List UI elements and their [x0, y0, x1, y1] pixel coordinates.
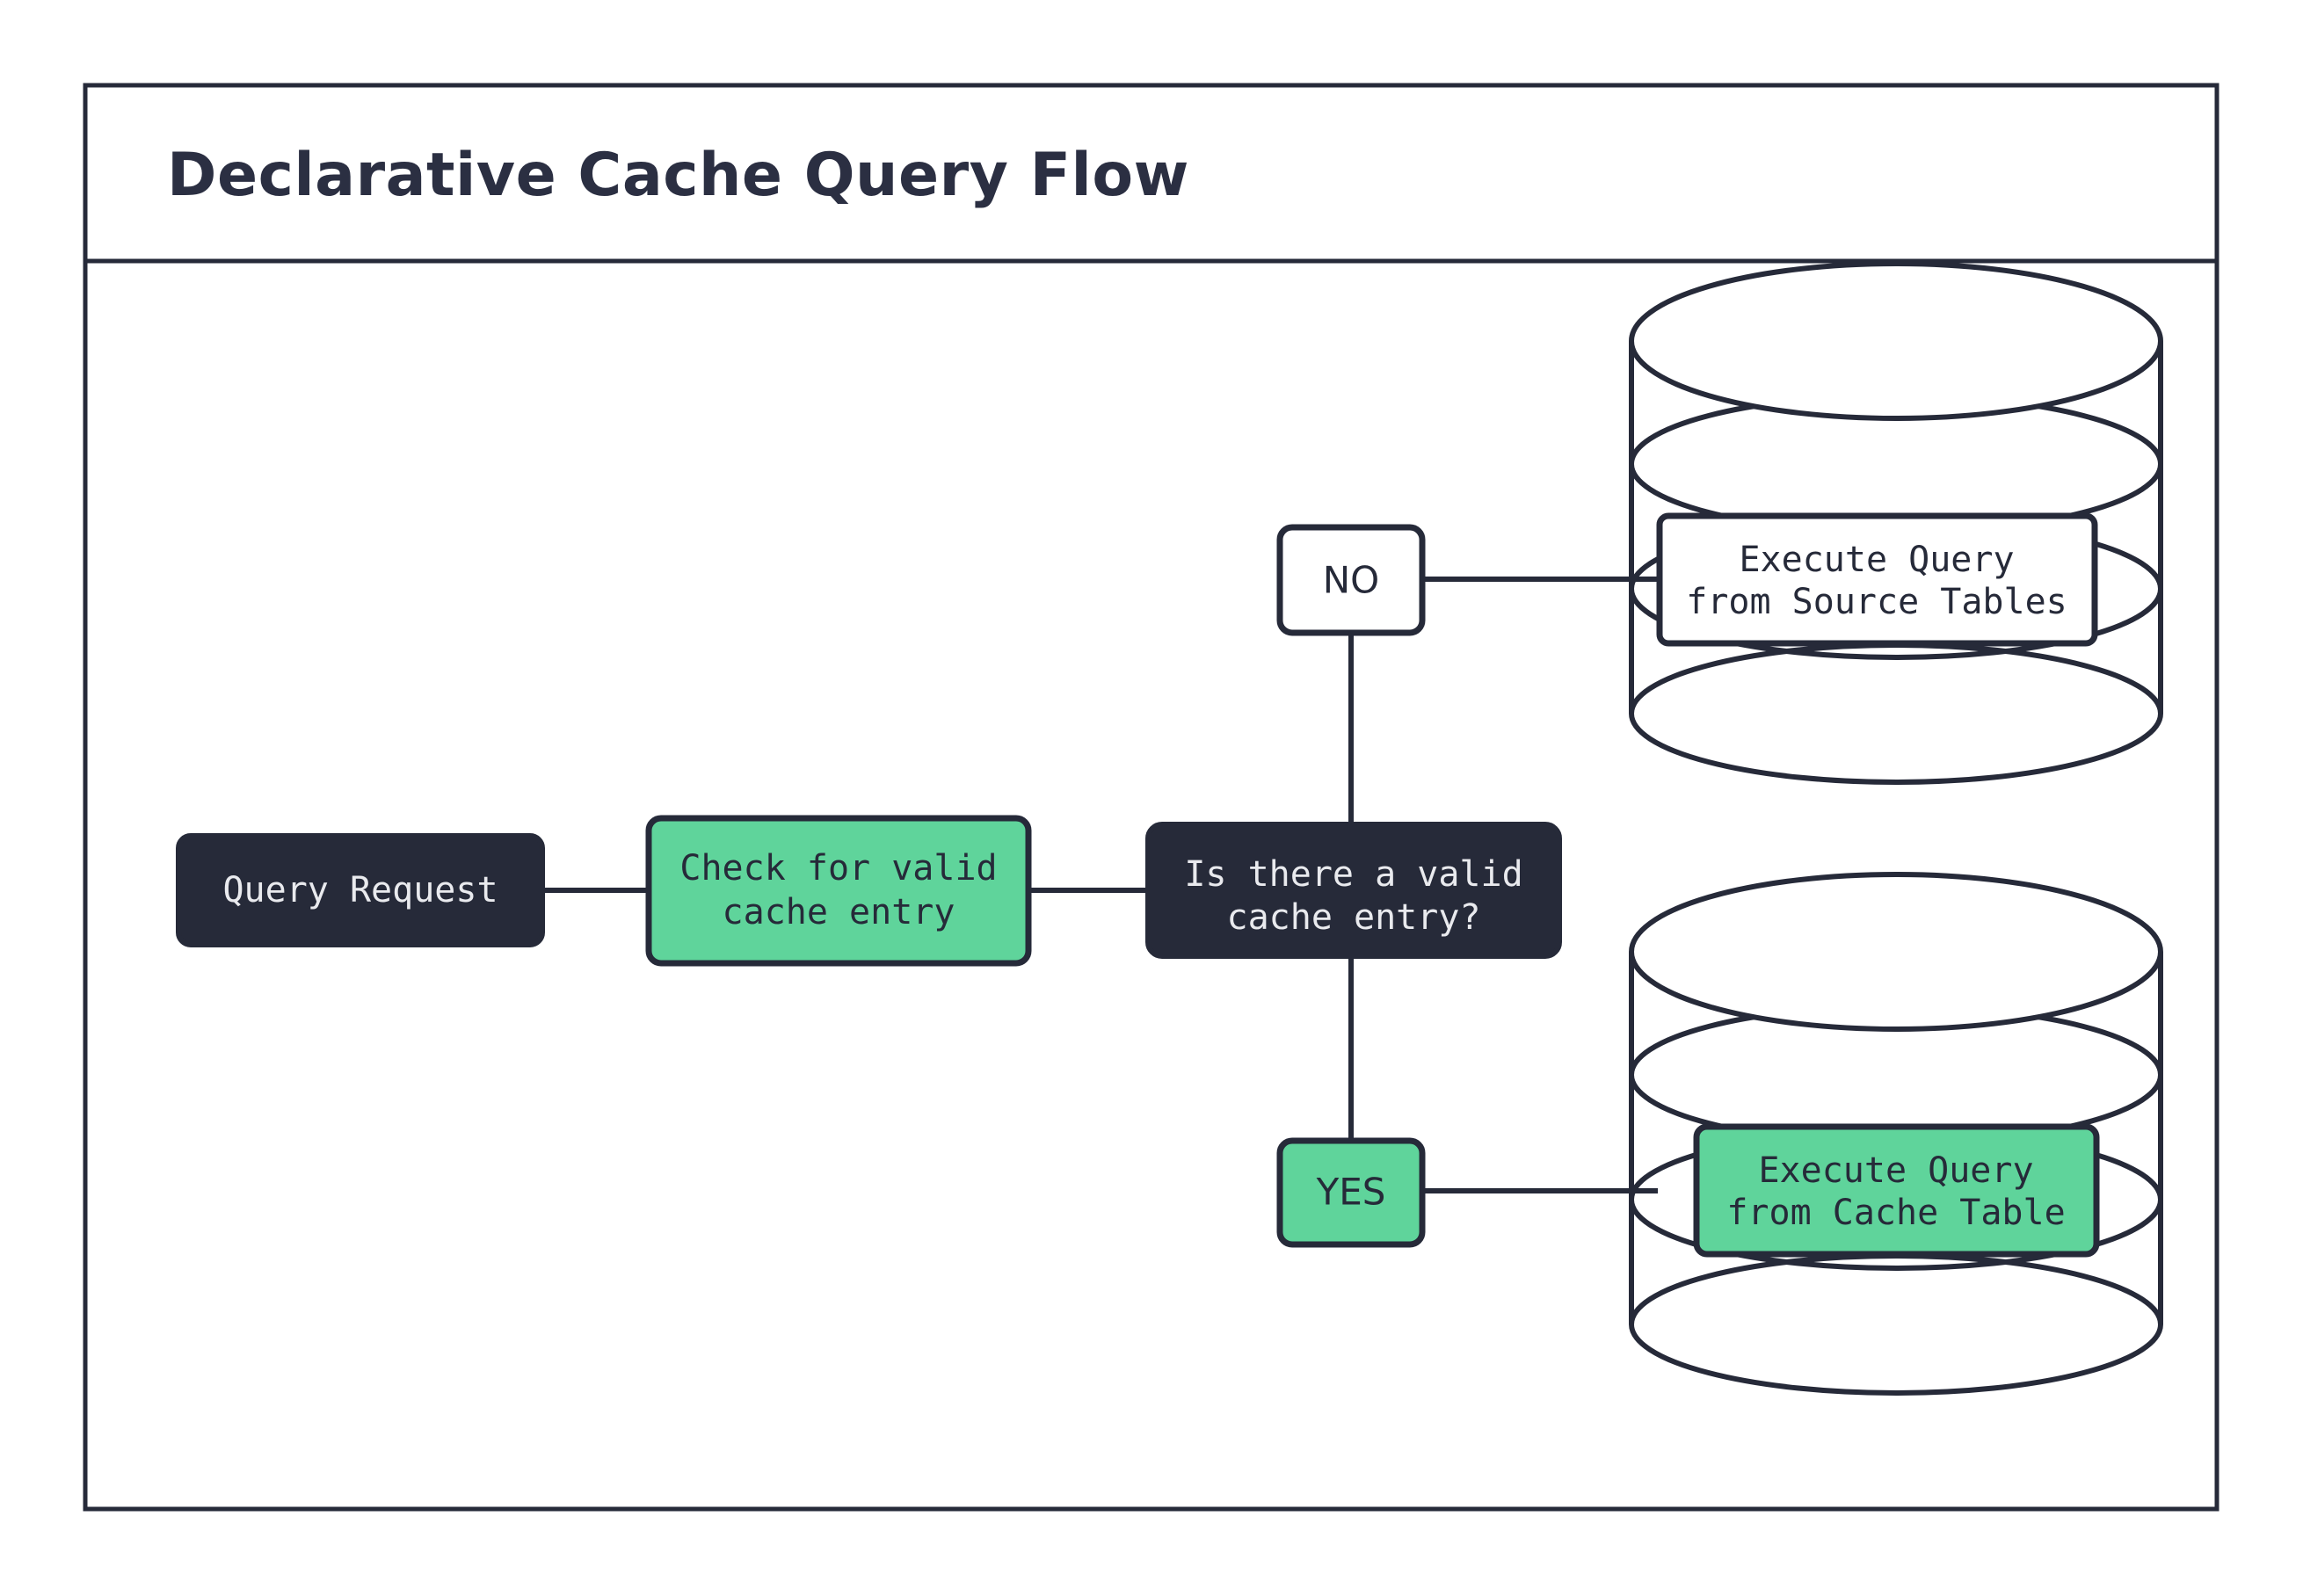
- node-source-tables-label-line2: from Source Tables: [1686, 582, 2067, 622]
- node-cache-table[interactable]: Execute Query from Cache Table: [1693, 1123, 2100, 1258]
- node-query-request-label: Query Request: [222, 870, 498, 910]
- node-decision-label-line2: cache entry?: [1227, 897, 1481, 938]
- branch-label-yes-text: YES: [1316, 1171, 1386, 1214]
- branch-label-no[interactable]: NO: [1276, 524, 1426, 636]
- node-source-tables-label-line1: Execute Query: [1739, 540, 2014, 580]
- node-source-tables[interactable]: Execute Query from Source Tables: [1656, 512, 2098, 647]
- branch-label-no-text: NO: [1323, 559, 1379, 602]
- node-cache-table-label-line1: Execute Query: [1758, 1150, 2033, 1191]
- node-cache-table-label-line2: from Cache Table: [1726, 1193, 2065, 1233]
- node-decision[interactable]: Is there a valid cache entry?: [1145, 822, 1562, 959]
- node-check-cache-label-line2: cache entry: [723, 892, 955, 932]
- branch-label-yes[interactable]: YES: [1276, 1137, 1426, 1248]
- database-cylinder-source: [1629, 261, 2163, 785]
- page-title: Declarative Cache Query Flow: [167, 141, 1189, 210]
- node-query-request[interactable]: Query Request: [176, 833, 545, 947]
- node-check-cache[interactable]: Check for valid cache entry: [645, 815, 1032, 967]
- node-decision-label-line1: Is there a valid: [1184, 854, 1522, 895]
- node-check-cache-label-line1: Check for valid: [679, 848, 997, 889]
